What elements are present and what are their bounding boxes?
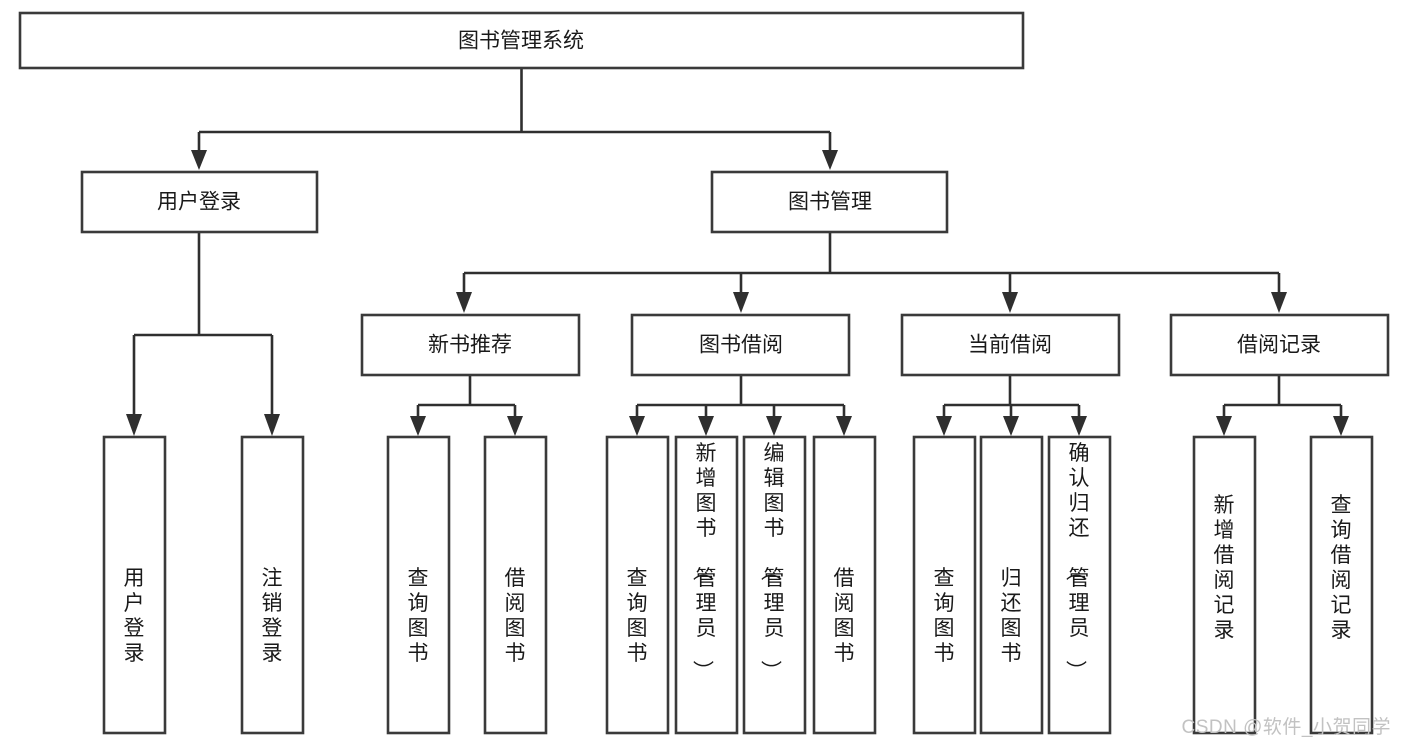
node-leaf-user-login-label: 用户登录: [124, 567, 145, 665]
node-book-manage[interactable]: 图书管理: [710, 170, 949, 234]
node-current-borrow[interactable]: 当前借阅: [900, 313, 1121, 377]
node-leaf-user-logout[interactable]: 注销登录: [240, 435, 305, 735]
node-user-login-label: 用户登录: [157, 191, 241, 214]
node-leaf-rec-query-book-label: 查询图书: [408, 567, 429, 665]
connector-root-to-level2: [191, 68, 838, 170]
node-leaf-borrow-borrow-book[interactable]: 借阅图书: [812, 435, 877, 735]
node-book-manage-label: 图书管理: [788, 191, 872, 214]
node-new-book-rec[interactable]: 新书推荐: [360, 313, 581, 377]
node-leaf-current-return-book-label: 归还图书: [1001, 567, 1022, 665]
node-leaf-current-query-book[interactable]: 查询图书: [912, 435, 977, 735]
node-leaf-borrow-query-book[interactable]: 查询图书: [605, 435, 670, 735]
node-leaf-borrow-add-book-label: 新增图书（管理员）: [691, 442, 717, 681]
node-leaf-record-query[interactable]: 查询借阅记录: [1309, 435, 1374, 735]
node-leaf-user-login[interactable]: 用户登录: [102, 435, 167, 735]
node-leaf-current-confirm-return-label: 确认归还（管理员）: [1064, 442, 1090, 681]
node-book-borrow-label: 图书借阅: [699, 334, 783, 357]
node-leaf-record-add-label: 新增借阅记录: [1214, 494, 1235, 642]
node-root-label: 图书管理系统: [458, 30, 584, 53]
node-leaf-current-confirm-return[interactable]: 确认归还（管理员）: [1047, 435, 1112, 735]
node-root[interactable]: 图书管理系统: [18, 11, 1025, 70]
node-leaf-borrow-query-book-label: 查询图书: [627, 567, 648, 665]
connector-bookborrow-to-leaves: [629, 375, 852, 436]
connector-borrowrecord-to-leaves: [1216, 375, 1349, 436]
node-borrow-record-label: 借阅记录: [1237, 334, 1321, 357]
node-new-book-rec-label: 新书推荐: [428, 334, 512, 357]
connector-newbook-to-leaves: [410, 375, 523, 436]
node-leaf-borrow-edit-book-label: 编辑图书（管理员）: [759, 442, 785, 681]
node-leaf-borrow-edit-book[interactable]: 编辑图书（管理员）: [742, 435, 807, 735]
node-leaf-record-query-label: 查询借阅记录: [1331, 494, 1352, 642]
node-leaf-borrow-borrow-book-label: 借阅图书: [834, 567, 855, 665]
node-current-borrow-label: 当前借阅: [968, 334, 1052, 357]
node-leaf-current-return-book[interactable]: 归还图书: [979, 435, 1044, 735]
node-leaf-current-query-book-label: 查询图书: [934, 567, 955, 665]
node-leaf-borrow-add-book[interactable]: 新增图书（管理员）: [674, 435, 739, 735]
connector-bookmanage-to-level3: [456, 232, 1287, 313]
node-leaf-rec-borrow-book-label: 借阅图书: [505, 567, 526, 665]
node-leaf-user-logout-label: 注销登录: [262, 567, 283, 665]
connector-userlogin-to-leaves: [126, 232, 280, 436]
node-leaf-rec-borrow-book[interactable]: 借阅图书: [483, 435, 548, 735]
node-leaf-record-add[interactable]: 新增借阅记录: [1192, 435, 1257, 735]
node-borrow-record[interactable]: 借阅记录: [1169, 313, 1390, 377]
connector-currentborrow-to-leaves: [936, 375, 1087, 436]
node-user-login[interactable]: 用户登录: [80, 170, 319, 234]
node-book-borrow[interactable]: 图书借阅: [630, 313, 851, 377]
node-leaf-rec-query-book[interactable]: 查询图书: [386, 435, 451, 735]
